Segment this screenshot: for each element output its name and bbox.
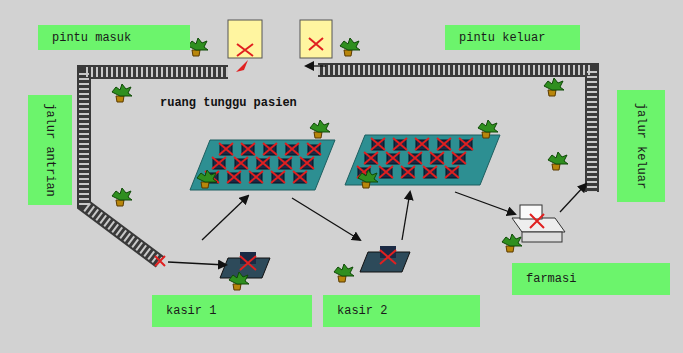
occupied-mark [263, 143, 277, 155]
plant-pot [192, 50, 200, 56]
plant-leaves [310, 120, 330, 132]
exit-lane-label: jalur keluar [617, 90, 665, 202]
occupied-mark [437, 138, 451, 150]
occupied-mark [234, 157, 248, 169]
plant-pot [116, 96, 124, 102]
occupied-mark [459, 138, 473, 150]
occupied-mark [423, 166, 437, 178]
occupied-mark [271, 171, 285, 183]
occupied-mark [379, 166, 393, 178]
plant-leaves [358, 170, 378, 182]
occupied-mark [371, 138, 385, 150]
occupied-mark [227, 171, 241, 183]
plant-pot [233, 284, 241, 290]
plant-pot [506, 246, 514, 252]
occupied-mark [293, 171, 307, 183]
occupied-mark [415, 138, 429, 150]
potted-plant [112, 38, 568, 290]
door [228, 20, 332, 72]
label-text: kasir 1 [166, 304, 216, 318]
plant-leaves [478, 120, 498, 132]
plant-leaves [112, 188, 132, 200]
occupied-mark [408, 152, 422, 164]
label-text: pintu keluar [459, 31, 545, 45]
plant-pot [314, 132, 322, 138]
area-label: ruang tunggu pasien [160, 96, 297, 110]
plant-pot [548, 90, 556, 96]
plant-pot [201, 182, 209, 188]
exit-lane [318, 70, 592, 192]
occupied-mark [393, 138, 407, 150]
cashier-label: kasir 2 [323, 295, 480, 327]
plant-leaves [334, 264, 354, 276]
occupied-mark [445, 166, 459, 178]
plant-leaves [188, 38, 208, 50]
label-text: jalur antrian [43, 103, 57, 197]
occupied-mark [307, 143, 321, 155]
occupied-mark [249, 171, 263, 183]
pharmacy-counter [512, 205, 565, 242]
plant-leaves [229, 272, 249, 284]
flow-arrow [168, 64, 586, 265]
occupied-mark [278, 157, 292, 169]
plant-leaves [502, 234, 522, 246]
plant-pot [338, 276, 346, 282]
label-text: kasir 2 [337, 304, 387, 318]
plant-pot [344, 50, 352, 56]
exit-label: pintu keluar [445, 25, 580, 50]
plant-pot [552, 164, 560, 170]
plant-leaves [197, 170, 217, 182]
occupied-mark [285, 143, 299, 155]
plant-pot [362, 182, 370, 188]
plant-leaves [112, 84, 132, 96]
occupied-mark [241, 143, 255, 155]
label-text: farmasi [526, 272, 576, 286]
cashier-label: kasir 1 [152, 295, 312, 327]
waiting-area [190, 135, 500, 190]
plant-leaves [548, 152, 568, 164]
occupied-mark [364, 152, 378, 164]
seat-row [205, 138, 473, 183]
occupied-mark [256, 157, 270, 169]
occupied-mark [386, 152, 400, 164]
occupied-mark [452, 152, 466, 164]
pharmacy-label: farmasi [512, 263, 670, 295]
occupied-mark [300, 157, 314, 169]
plant-leaves [340, 38, 360, 50]
entrance-label: pintu masuk [38, 25, 190, 50]
plant-pot [482, 132, 490, 138]
plant-pot [116, 200, 124, 206]
plant-leaves [544, 78, 564, 90]
occupied-mark [212, 157, 226, 169]
occupied-mark [219, 143, 233, 155]
label-text: pintu masuk [52, 31, 131, 45]
cashier-desk [155, 246, 410, 278]
label-text: jalur keluar [634, 103, 648, 189]
occupied-mark [430, 152, 444, 164]
queue-lane-label: jalur antrian [28, 95, 72, 205]
occupied-mark [401, 166, 415, 178]
